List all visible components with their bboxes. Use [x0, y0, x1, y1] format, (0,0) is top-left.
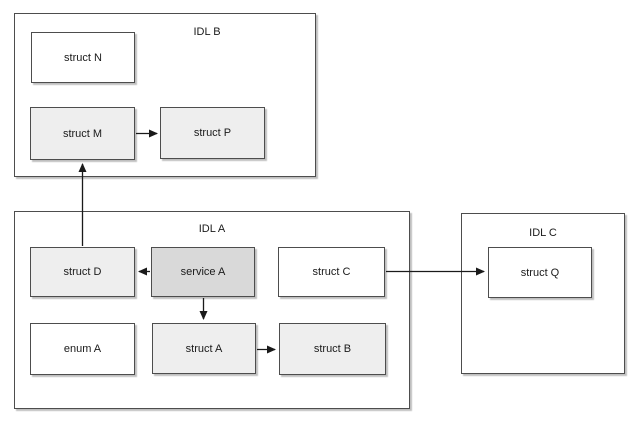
node-struct-q: struct Q — [488, 247, 592, 298]
node-struct-d: struct D — [30, 247, 135, 297]
node-struct-p: struct P — [160, 107, 265, 159]
container-label-idl-c: IDL C — [529, 227, 557, 239]
node-struct-a: struct A — [152, 323, 256, 374]
node-struct-m: struct M — [30, 107, 135, 160]
node-struct-n: struct N — [31, 32, 135, 83]
node-struct-b: struct B — [279, 323, 386, 375]
node-struct-c: struct C — [278, 247, 385, 297]
container-label-idl-a: IDL A — [198, 223, 226, 235]
node-enum-a: enum A — [30, 323, 135, 375]
container-idl-a: IDL A — [14, 211, 410, 409]
node-service-a: service A — [151, 247, 255, 297]
container-label-idl-b: IDL B — [193, 26, 221, 38]
